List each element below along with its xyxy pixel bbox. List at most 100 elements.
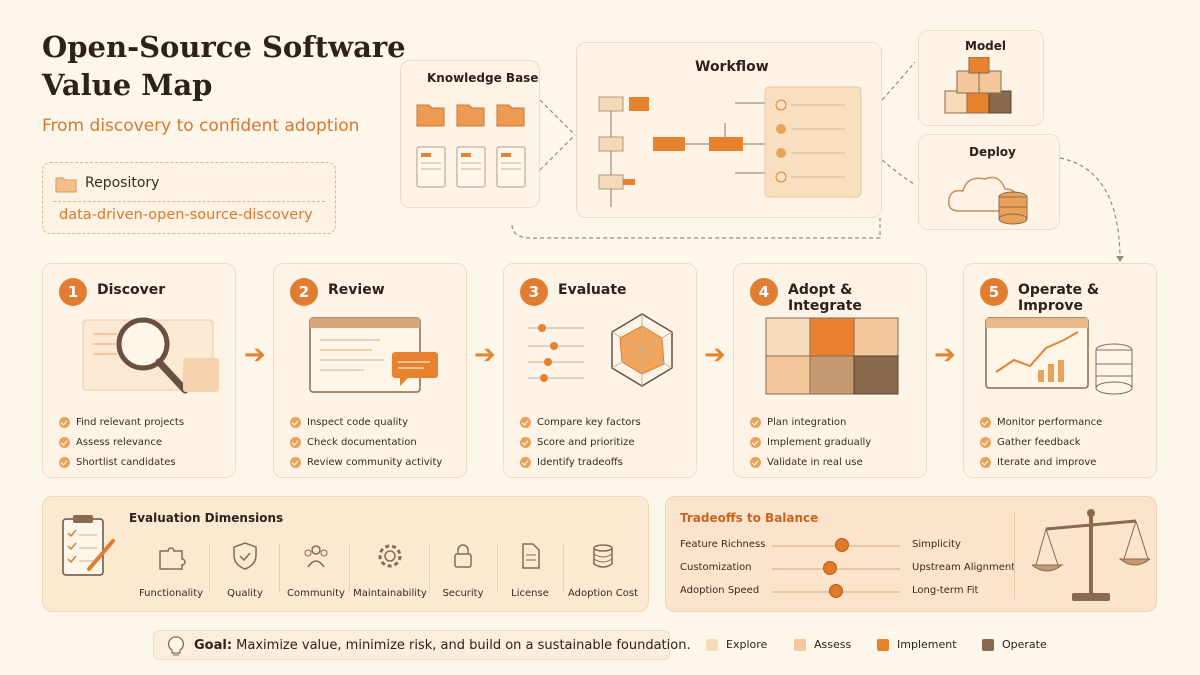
list-item: Score and prioritize xyxy=(520,432,641,452)
tradeoff-row: Customization Upstream Alignment xyxy=(680,560,1015,576)
people-icon xyxy=(304,545,328,568)
legend-swatch xyxy=(794,638,806,651)
knowledge-base-title: Knowledge Base xyxy=(427,71,539,85)
legend-item-explore: Explore xyxy=(706,638,767,651)
goal-banner: Goal: Maximize value, minimize risk, and… xyxy=(153,630,691,660)
stage-card-review[interactable]: 2 Review Inspect code quality Check docu… xyxy=(273,263,467,478)
list-item: Inspect code quality xyxy=(290,412,442,432)
legend-swatch xyxy=(706,638,718,651)
list-item: Iterate and improve xyxy=(980,452,1102,472)
dimension-quality: Quality xyxy=(211,537,279,599)
stage-card-operate[interactable]: 5 Operate & Improve Monitor performance … xyxy=(963,263,1157,478)
stage-title: Discover xyxy=(97,282,166,298)
arrow-icon: ➔ xyxy=(244,340,266,370)
check-icon xyxy=(980,416,991,428)
page-title: Open-Source Software Value Map xyxy=(42,30,406,102)
tradeoff-row: Feature Richness Simplicity xyxy=(680,537,1010,553)
stage-card-adopt[interactable]: 4 Adopt & Integrate Plan integration Imp… xyxy=(733,263,927,478)
clipboard-icon xyxy=(62,515,115,576)
list-item: Validate in real use xyxy=(750,452,871,472)
dimension-separator xyxy=(497,543,498,593)
goal-text: Goal: Maximize value, minimize risk, and… xyxy=(194,638,691,653)
stage-title: Adopt & Integrate xyxy=(788,282,862,314)
stage-number: 4 xyxy=(750,278,778,306)
puzzle-icon xyxy=(159,547,186,570)
tradeoff-slider-knob[interactable] xyxy=(822,561,837,575)
tradeoff-left-label: Customization xyxy=(680,562,752,573)
check-icon xyxy=(59,436,70,448)
stage-list: Find relevant projects Assess relevance … xyxy=(59,412,184,472)
repository-box: Repository data-driven-open-source-disco… xyxy=(42,162,336,234)
dimension-security: Security xyxy=(431,537,495,599)
gear-icon xyxy=(378,544,402,568)
check-icon xyxy=(750,416,761,428)
stage-title: Operate & Improve xyxy=(1018,282,1100,314)
check-icon xyxy=(59,416,70,428)
check-icon xyxy=(290,456,301,468)
folder-icon xyxy=(55,177,77,193)
monitor-chart-icon xyxy=(985,317,1133,395)
code-window-icon xyxy=(309,317,438,393)
deploy-card[interactable]: Deploy xyxy=(918,134,1060,230)
workflow-title: Workflow xyxy=(695,59,769,75)
document-icon xyxy=(522,543,540,569)
page-subtitle: From discovery to confident adoption xyxy=(42,116,360,136)
list-item: Shortlist candidates xyxy=(59,452,184,472)
stage-number: 2 xyxy=(290,278,318,306)
dimension-community: Community xyxy=(281,537,351,599)
check-icon xyxy=(520,456,531,468)
stage-list: Plan integration Implement gradually Val… xyxy=(750,412,871,472)
model-card[interactable]: Model xyxy=(918,30,1044,126)
tradeoff-row: Adoption Speed Long-term Fit xyxy=(680,583,1010,599)
workflow-diagram-icon xyxy=(598,86,862,207)
repository-label: Repository xyxy=(85,175,160,191)
legend-swatch xyxy=(982,638,994,651)
dimension-separator xyxy=(349,543,350,593)
legend-item-operate: Operate xyxy=(982,638,1047,651)
list-item: Implement gradually xyxy=(750,432,871,452)
arrow-icon: ➔ xyxy=(704,340,726,370)
stage-number: 1 xyxy=(59,278,87,306)
tradeoff-left-label: Feature Richness xyxy=(680,539,766,550)
shield-check-icon xyxy=(233,542,257,570)
tradeoffs-panel: Tradeoffs to Balance Feature Richness Si… xyxy=(665,496,1157,612)
stage-title: Evaluate xyxy=(558,282,627,298)
tradeoff-right-label: Simplicity xyxy=(912,539,961,550)
check-icon xyxy=(520,416,531,428)
dimension-separator xyxy=(563,543,564,593)
workflow-card[interactable]: Workflow xyxy=(576,42,882,218)
repository-divider xyxy=(53,201,325,202)
cubes-icon xyxy=(944,57,1012,114)
dimension-maintainability: Maintainability xyxy=(349,537,431,599)
evaluation-dimensions-panel: Evaluation Dimensions Functionality Qual… xyxy=(42,496,649,612)
check-icon xyxy=(290,436,301,448)
magnifier-icon xyxy=(82,317,219,394)
arrow-icon: ➔ xyxy=(474,340,496,370)
deploy-title: Deploy xyxy=(969,145,1016,159)
check-icon xyxy=(750,436,761,448)
list-item: Monitor performance xyxy=(980,412,1102,432)
check-icon xyxy=(750,456,761,468)
stage-card-discover[interactable]: 1 Discover Find relevant projects Assess… xyxy=(42,263,236,478)
top-connectors xyxy=(511,61,1124,262)
folders-icon xyxy=(416,104,526,188)
tradeoff-slider-knob[interactable] xyxy=(829,584,843,598)
tradeoff-right-label: Long-term Fit xyxy=(912,585,979,596)
stage-number: 3 xyxy=(520,278,548,306)
legend-item-assess: Assess xyxy=(794,638,851,651)
repository-name[interactable]: data-driven-open-source-discovery xyxy=(59,207,313,223)
model-title: Model xyxy=(965,39,1007,53)
dimension-separator xyxy=(279,543,280,593)
balance-scale-icon xyxy=(1032,509,1150,601)
check-icon xyxy=(980,436,991,448)
list-item: Find relevant projects xyxy=(59,412,184,432)
lightbulb-icon xyxy=(168,636,184,656)
check-icon xyxy=(290,416,301,428)
list-item: Gather feedback xyxy=(980,432,1102,452)
knowledge-base-card[interactable]: Knowledge Base xyxy=(400,60,540,208)
stage-list: Compare key factors Score and prioritize… xyxy=(520,412,641,472)
tradeoff-slider-knob[interactable] xyxy=(835,538,850,552)
stage-card-evaluate[interactable]: 3 Evaluate Compare key factors Score and… xyxy=(503,263,697,478)
check-icon xyxy=(980,456,991,468)
legend-swatch xyxy=(877,638,889,651)
